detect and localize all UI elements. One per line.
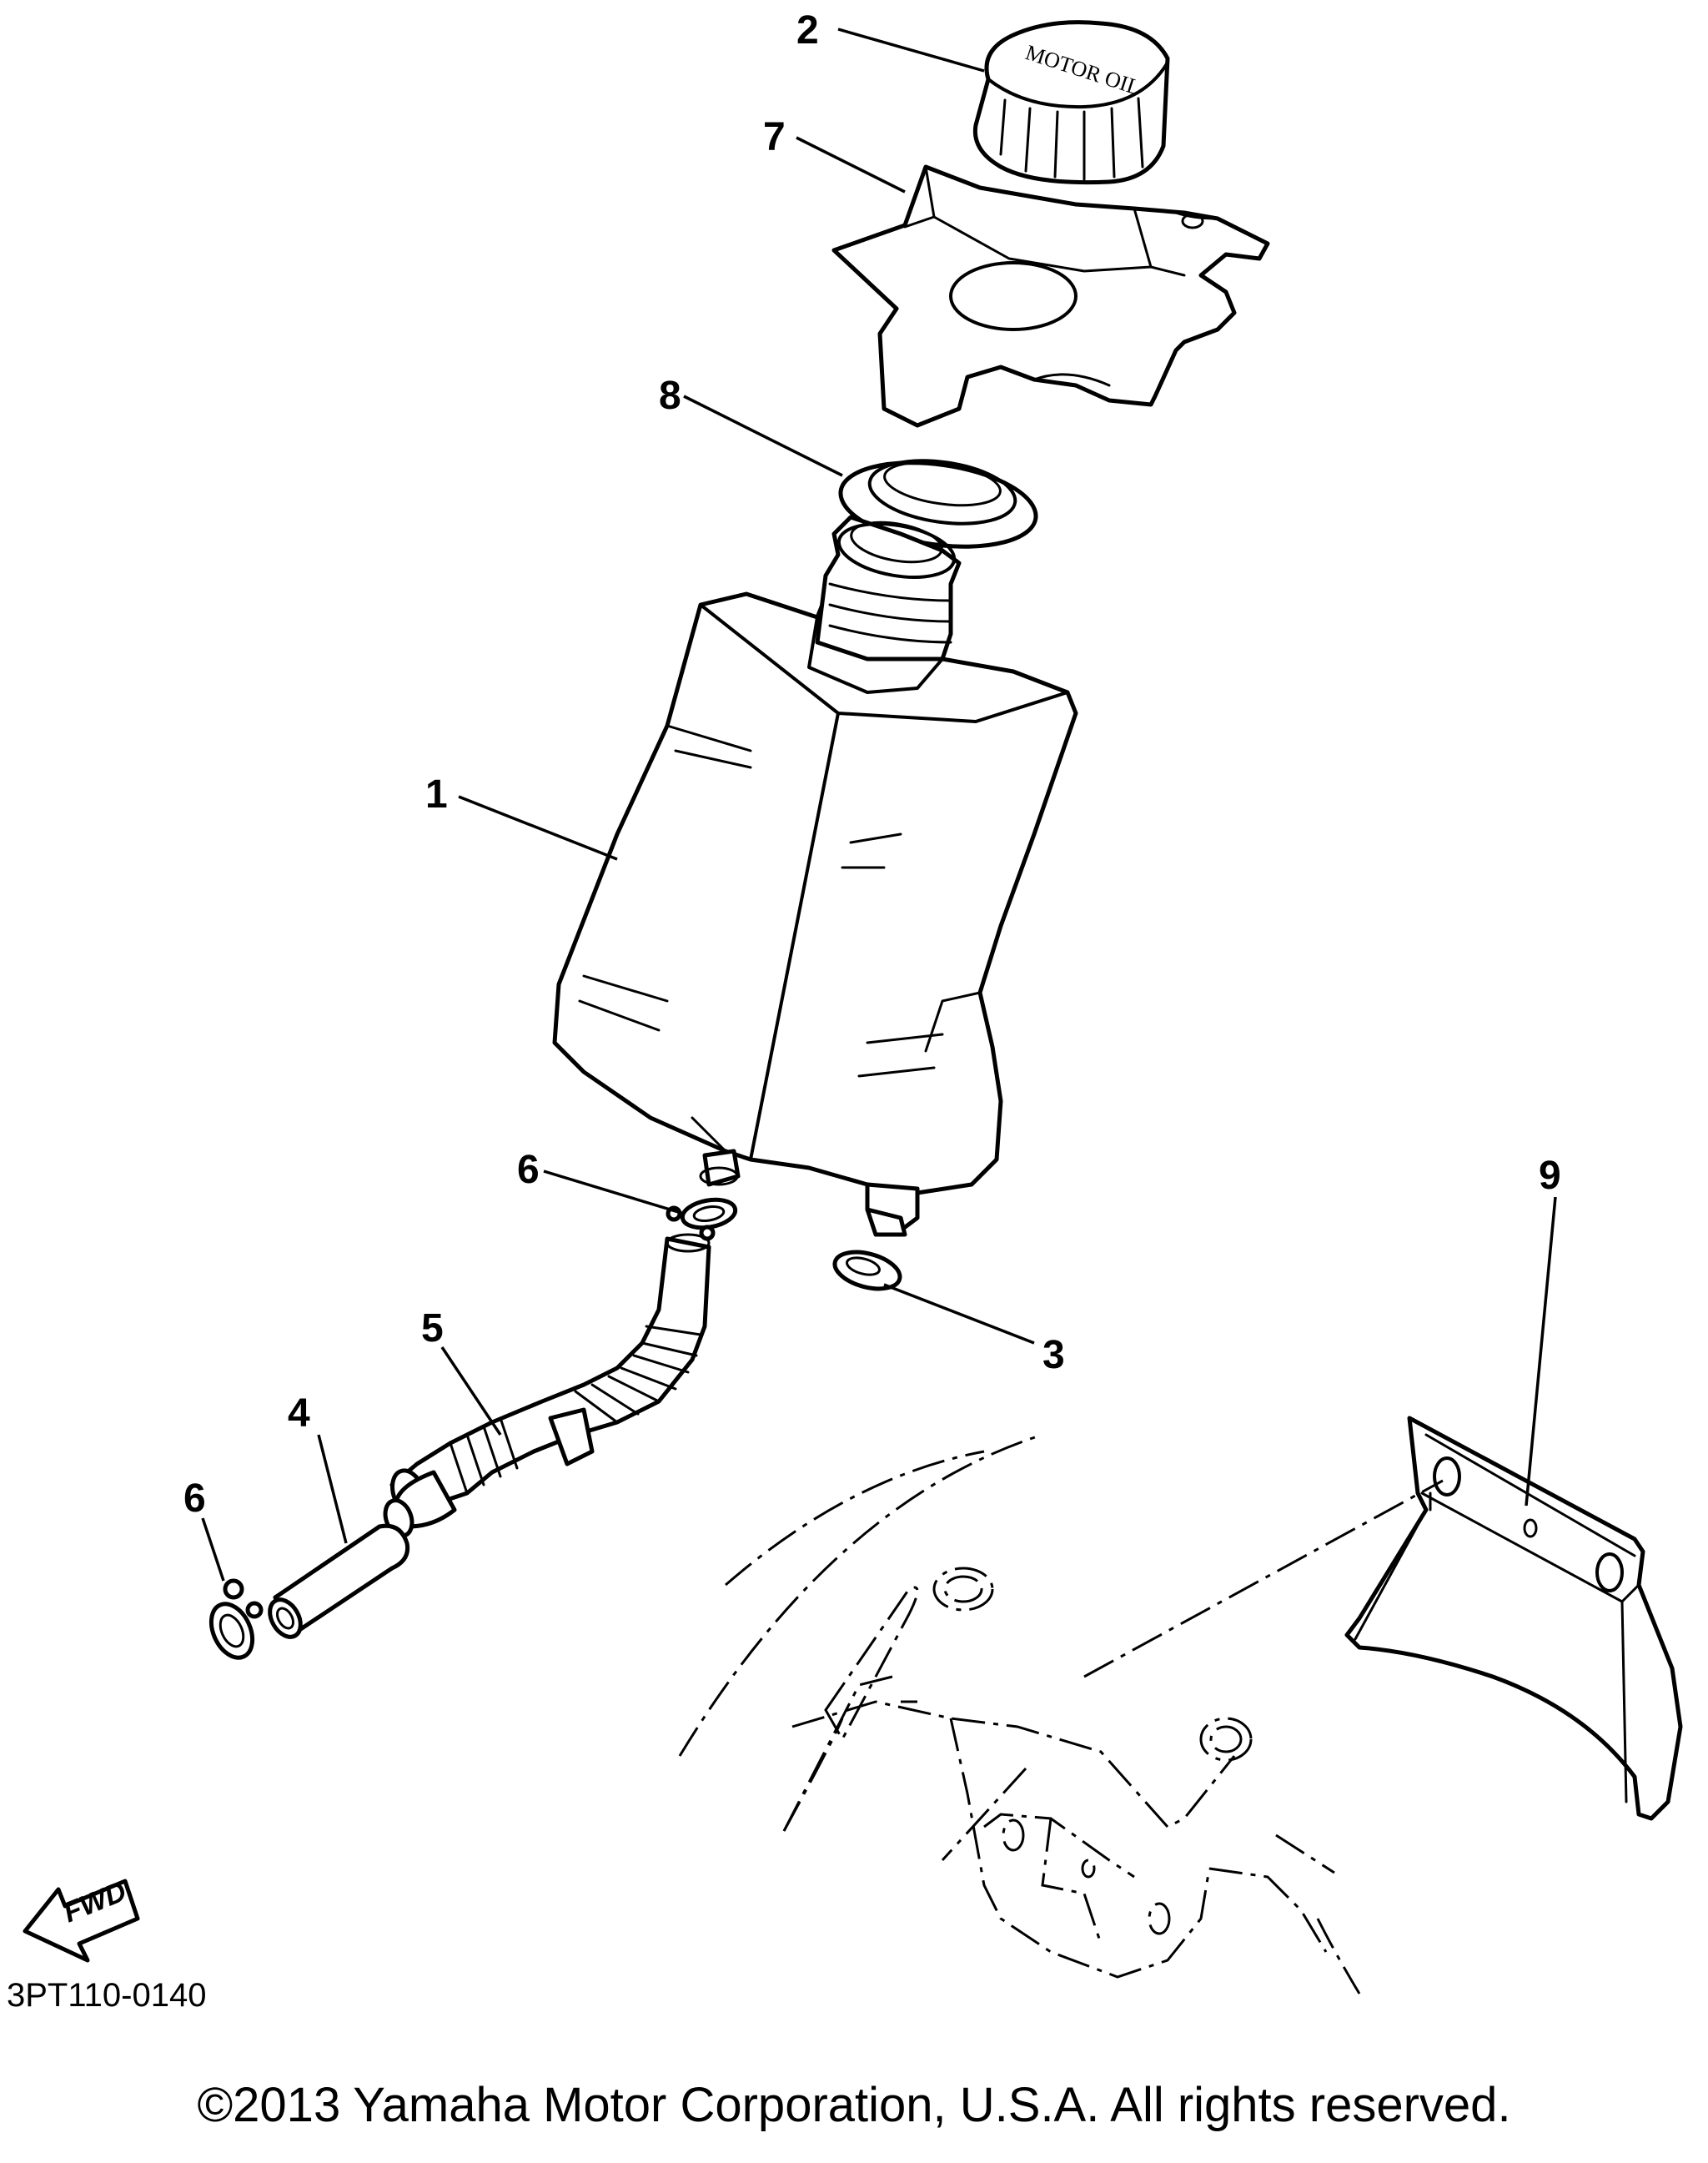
diagram-code: 3PT110-0140	[7, 1977, 207, 2014]
washer-part	[832, 1250, 902, 1291]
forward-arrow-icon: FWD	[23, 1875, 140, 1963]
callout-2: 2	[796, 8, 819, 53]
oil-tank-part	[552, 515, 1078, 1237]
mount-bracket-part	[1344, 1416, 1683, 1821]
callout-8: 8	[659, 374, 681, 418]
oil-hose-part	[383, 1233, 711, 1538]
callout-1: 1	[425, 772, 448, 817]
callout-5: 5	[421, 1306, 444, 1351]
frame-phantom	[678, 1433, 1444, 1994]
hose-pipe-part	[268, 1523, 410, 1639]
callout-7: 7	[763, 115, 786, 159]
callout-9: 9	[1539, 1154, 1561, 1198]
callout-3: 3	[1042, 1333, 1065, 1377]
callout-numbers: 2 7 8 1 6 3 5 4 6 9	[183, 8, 1561, 1521]
bracket-part	[831, 164, 1270, 428]
copyright-notice: ©2013 Yamaha Motor Corporation, U.S.A. A…	[197, 2078, 1511, 2132]
callout-4: 4	[288, 1391, 310, 1436]
leader-lines	[201, 28, 1557, 1582]
callout-6-upper: 6	[517, 1148, 540, 1192]
clip-part-lower	[208, 1578, 264, 1660]
oil-cap-part: MOTOR OIL	[972, 20, 1170, 185]
clip-part-upper	[666, 1197, 738, 1241]
callout-6-lower: 6	[183, 1476, 206, 1521]
